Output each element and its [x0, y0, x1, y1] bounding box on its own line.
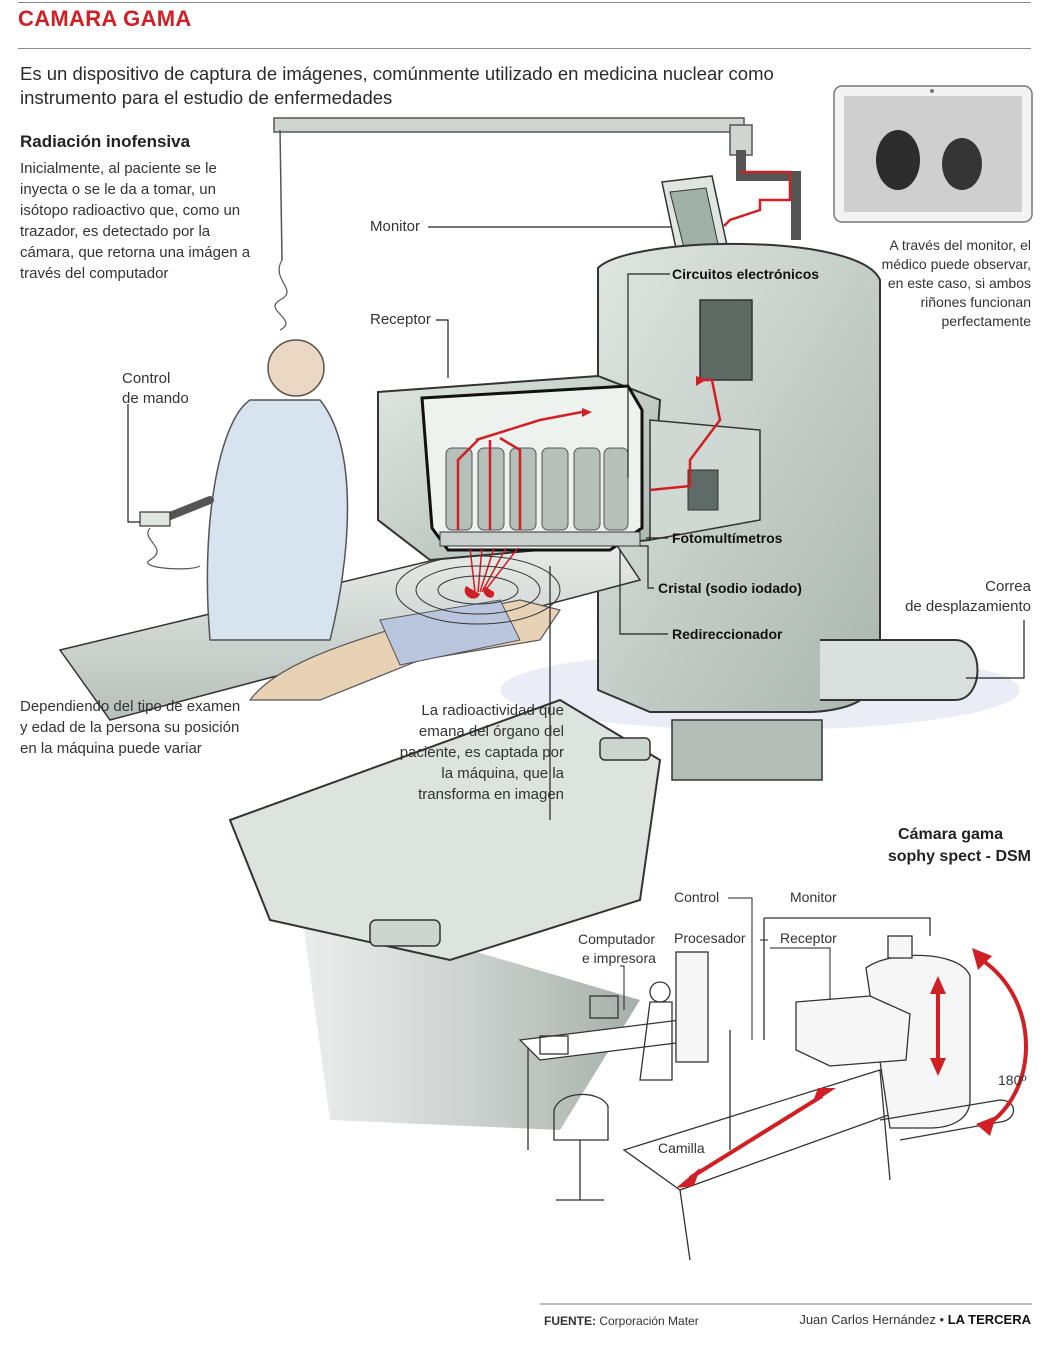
- footer-source-label: FUENTE:: [544, 1314, 596, 1328]
- footer-source: FUENTE: Corporación Mater: [544, 1314, 699, 1328]
- inset-label-receptor: Receptor: [780, 930, 837, 946]
- top-rule: [18, 2, 1031, 3]
- ceiling-arm: [273, 117, 745, 133]
- inset-label-control: Control: [674, 889, 720, 905]
- radiation-waves: [395, 555, 561, 625]
- inset-label-procesador: Procesador: [674, 930, 746, 946]
- label-cristal: Cristal (sodio iodado): [658, 580, 802, 596]
- label-correa-line2: de desplazamiento: [905, 598, 1031, 615]
- inset-label-rotation: 180º: [998, 1072, 1027, 1088]
- inset-arrows: [688, 958, 1028, 1180]
- label-control-line2: de mando: [122, 390, 189, 407]
- label-correa-line1: Correa: [985, 578, 1031, 595]
- position-note: Dependiendo del tipo de examen y edad de…: [20, 698, 241, 757]
- gamma-rays: [469, 547, 519, 593]
- inset-label-computador-line2: e impresora: [582, 950, 656, 966]
- kidneys-organ: [464, 586, 495, 599]
- footer-author: Juan Carlos Hernández: [799, 1312, 936, 1327]
- inset-title-line1: Cámara gama: [898, 826, 1003, 843]
- radioactivity-note: La radioactividad que emana del órgano d…: [399, 702, 564, 803]
- section-body: Inicialmente, al paciente se le inyecta …: [20, 160, 251, 282]
- label-monitor: Monitor: [370, 218, 421, 235]
- page-title: CAMARA GAMA: [18, 6, 192, 31]
- belt-track: [820, 639, 979, 701]
- bed-top: [58, 519, 642, 721]
- leader-lines: [127, 226, 1025, 820]
- remote-control: [139, 511, 171, 527]
- gantry-base: [671, 719, 823, 781]
- label-circuitos: Circuitos electrónicos: [672, 266, 820, 282]
- floor-shadow: [300, 900, 640, 1130]
- inset-leaders: [620, 897, 831, 1040]
- title-rule: [18, 48, 1031, 49]
- inset-label-monitor: Monitor: [790, 889, 837, 905]
- cable-coil: [274, 259, 288, 331]
- bed-base: [228, 698, 662, 962]
- label-control-line1: Control: [122, 370, 171, 387]
- footer-credit: Juan Carlos Hernández • LA TERCERA: [799, 1312, 1031, 1327]
- footer-separator: •: [939, 1312, 945, 1327]
- footer-publication: LA TERCERA: [947, 1312, 1031, 1327]
- inset-label-camilla: Camilla: [658, 1140, 705, 1156]
- technician-body: [206, 399, 349, 641]
- label-receptor: Receptor: [370, 311, 431, 328]
- inset-title-line2: sophy spect - DSM: [887, 848, 1031, 865]
- crystal-layer: [439, 531, 641, 547]
- technician-head: [267, 339, 325, 397]
- label-fotomultimetros: Fotomultímetros: [672, 530, 783, 546]
- monitor-note: A través del monitor, el médico puede ob…: [881, 237, 1031, 329]
- label-redireccionador: Redireccionador: [672, 626, 783, 642]
- signal-path: [456, 170, 792, 530]
- section-title: Radiación inofensiva: [20, 132, 191, 151]
- inset-label-computador-line1: Computador: [578, 931, 656, 947]
- inset-drawing: [518, 917, 1015, 1261]
- intro-text: Es un dispositivo de captura de imágenes…: [20, 63, 774, 108]
- footer-source-value: Corporación Mater: [599, 1314, 699, 1328]
